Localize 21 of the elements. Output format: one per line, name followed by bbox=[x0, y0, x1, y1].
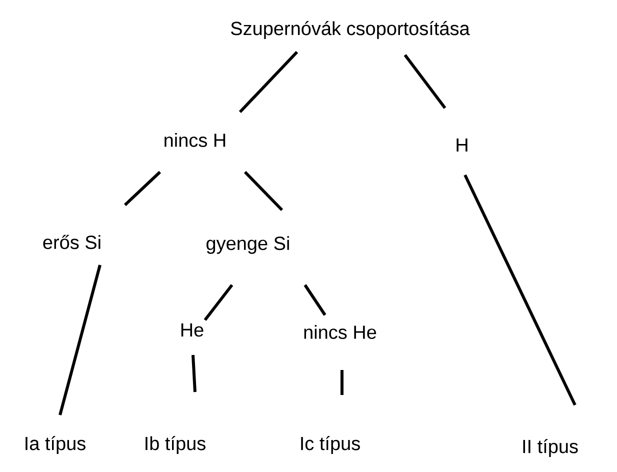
node-label: erős Si bbox=[43, 234, 100, 250]
node-label: He bbox=[181, 323, 204, 337]
connector-line bbox=[304, 284, 326, 316]
connector-line bbox=[204, 284, 234, 321]
node-label: H bbox=[456, 138, 468, 152]
connector-line bbox=[464, 174, 576, 406]
node-label: gyenge Si bbox=[206, 236, 289, 254]
node-label: II típus bbox=[523, 439, 578, 457]
node-label: nincs H bbox=[164, 133, 226, 147]
node-label: nincs He bbox=[304, 325, 376, 339]
node-label: Ib típus bbox=[146, 436, 206, 454]
connector-line bbox=[124, 170, 162, 206]
node-label: Ia típus bbox=[26, 436, 86, 454]
connector-line bbox=[192, 354, 196, 392]
connector-line bbox=[340, 370, 344, 395]
node-label: Ic típus bbox=[301, 436, 360, 454]
connector-line bbox=[58, 264, 102, 416]
connector-line bbox=[244, 170, 284, 212]
connector-line bbox=[238, 50, 298, 114]
connector-line bbox=[404, 54, 446, 109]
node-label: Szupernóvák csoportosítása bbox=[231, 21, 470, 39]
